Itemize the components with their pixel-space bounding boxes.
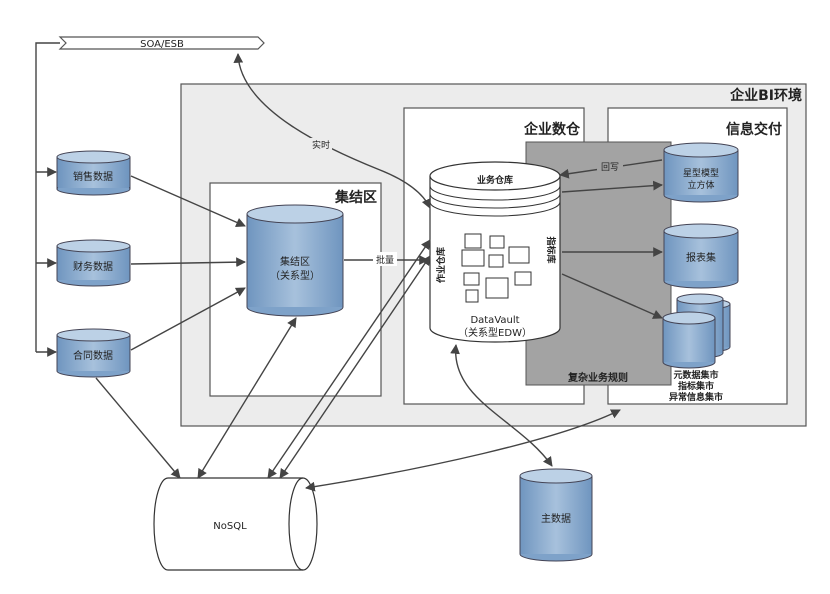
edw-inner-table [489, 235, 505, 249]
enterprise-bi-title: 企业BI环境 [729, 87, 802, 104]
edw-nosql-edge-2 [279, 255, 431, 479]
contract-to-staging-edge [130, 287, 246, 351]
cube-label-2: 立方体 [687, 179, 714, 191]
staging-db-label-2: （关系型） [270, 269, 320, 282]
esb-trunk-line [35, 42, 60, 352]
edw-inner-table [464, 233, 482, 249]
staging-zone-title: 集结区 [334, 189, 377, 206]
edw-bottom-label-1: DataVault [470, 315, 519, 326]
edw-inner-table [485, 277, 509, 299]
writeback-label: 回写 [601, 162, 619, 173]
staging-db-cylinder: 集结区 （关系型） [246, 204, 344, 317]
realtime-label: 实时 [312, 139, 330, 151]
marts-cylinder-stack [662, 293, 731, 369]
master-data-label: 主数据 [541, 512, 571, 525]
edw-to-marts-edge [561, 273, 663, 319]
edw-inner-table [508, 246, 530, 264]
soa-esb-label: SOA/ESB [140, 39, 184, 50]
marts-label-1: 元数据集市 [673, 369, 718, 381]
esb-realtime-edge [233, 53, 431, 209]
edw-inner-table [463, 272, 480, 286]
edw-db-cylinder: 业务仓库 作业仓库 指标库 DataVault （关系型EDW） [429, 161, 561, 343]
batch-label: 批量 [376, 254, 394, 266]
finance-to-staging-edge [130, 257, 246, 268]
edw-inner-table [514, 271, 532, 286]
edw-master-edge [450, 344, 553, 467]
writeback-label-bg [597, 160, 623, 173]
delivery-zone-title: 信息交付 [726, 121, 782, 138]
edw-right-vertical-label: 指标库 [545, 236, 557, 263]
contract-data-label: 合同数据 [73, 349, 113, 362]
finance-data-cylinder: 财务数据 [56, 239, 131, 287]
staging-db-label-1: 集结区 [280, 255, 310, 268]
finance-data-label: 财务数据 [73, 260, 113, 273]
sales-data-cylinder: 销售数据 [56, 150, 131, 196]
marts-label-3: 异常信息集市 [669, 391, 723, 403]
cube-cylinder: 星型模型 立方体 [663, 142, 739, 203]
edw-zone-title: 企业数仓 [523, 121, 581, 138]
sales-data-label: 销售数据 [73, 170, 113, 183]
edw-inner-table [488, 254, 504, 268]
edw-bottom-label-2: （关系型EDW） [458, 326, 532, 339]
business-rules-label: 复杂业务规则 [567, 371, 628, 384]
cube-label-1: 星型模型 [683, 168, 719, 179]
realtime-label-bg [310, 138, 332, 151]
nosql-store: NoSQL [153, 477, 318, 571]
soa-esb-banner [58, 36, 265, 50]
marts-label-2: 指标集市 [678, 380, 714, 392]
contract-data-cylinder: 合同数据 [56, 328, 131, 378]
edw-left-vertical-label: 作业仓库 [435, 247, 447, 283]
nosql-label: NoSQL [213, 521, 247, 532]
edw-inner-table [461, 249, 485, 267]
report-cylinder: 报表集 [663, 223, 739, 289]
master-data-cylinder: 主数据 [519, 468, 593, 562]
contract-to-nosql-edge [95, 377, 181, 479]
edw-top-label: 业务仓库 [477, 174, 513, 186]
edw-inner-table [465, 289, 479, 303]
report-label: 报表集 [686, 251, 716, 264]
edw-to-cube-edge [561, 180, 663, 193]
sales-to-staging-edge [130, 175, 246, 227]
